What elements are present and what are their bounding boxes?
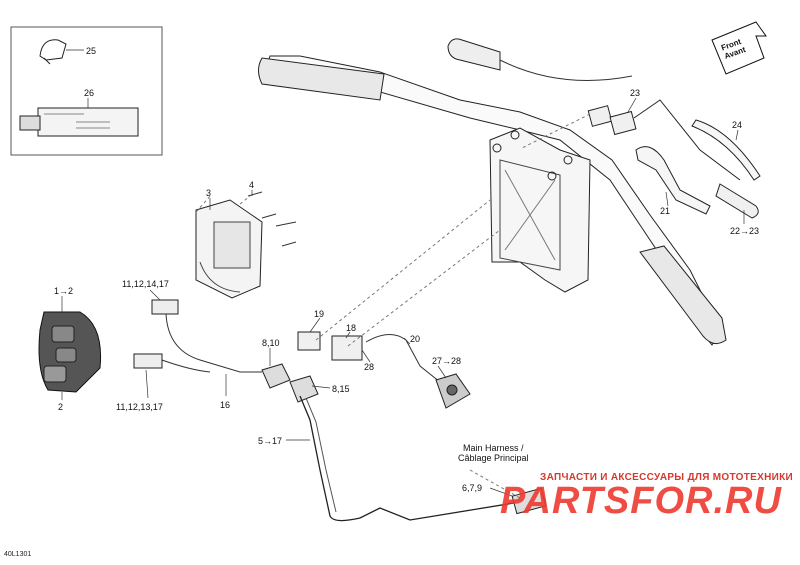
callout-26: 26 — [84, 88, 95, 98]
callout-4: 4 — [249, 180, 255, 190]
screws-4-part — [247, 191, 297, 247]
callout-2: 2 — [58, 402, 64, 412]
clip-part — [39, 39, 67, 65]
grease-tube-part — [19, 107, 139, 137]
main-harness-fr: Câblage Principal — [458, 453, 529, 463]
callout-23: 23 — [630, 88, 641, 98]
watermark-brand: PARTSFOR.RU — [500, 480, 782, 522]
diagram-ref-code: 40L1301 — [4, 551, 32, 558]
harness-20 — [365, 334, 441, 383]
heater-tube-21 — [635, 146, 711, 215]
callout-16: 16 — [220, 400, 231, 410]
handlebar-part — [258, 38, 727, 346]
harness-end-connector — [511, 487, 547, 515]
leader-lines — [195, 113, 591, 499]
callout-5-17: 5→17 — [258, 436, 283, 446]
callout-8-15: 8,15 — [332, 384, 350, 394]
callout-3: 3 — [206, 188, 212, 198]
callout-28: 28 — [364, 362, 375, 372]
callout-22-23: 22→23 — [730, 226, 760, 236]
callout-25: 25 — [86, 46, 97, 56]
switch-module-part — [38, 311, 102, 393]
callout-1-2: 1→2 — [54, 286, 74, 296]
callout-6-7-9: 6,7,9 — [462, 483, 483, 493]
wire-24 — [691, 119, 761, 181]
callout-11-12-13-17: 11,12,13,17 — [116, 402, 163, 412]
callout-19: 19 — [314, 309, 325, 319]
main-harness-en: Main Harness / — [463, 443, 524, 453]
harness-16 — [161, 313, 262, 373]
main-harness-label: Main Harness / Câblage Principal — [458, 443, 529, 463]
inset-box — [10, 26, 163, 156]
connector-18-part — [331, 335, 363, 361]
connector-8-part — [261, 363, 319, 403]
connector-11-bottom — [133, 353, 163, 369]
front-arrow-shape — [711, 21, 767, 75]
watermark-text: ЗАПЧАСТИ И АКСЕССУАРЫ ДЛЯ МОТОТЕХНИКИ — [540, 472, 793, 483]
callout-27-28: 27→28 — [432, 356, 462, 366]
connector-11-top — [151, 299, 179, 315]
switch-housing-3-part — [195, 199, 263, 299]
callout-24: 24 — [732, 120, 743, 130]
callout-20: 20 — [410, 334, 421, 344]
callout-21: 21 — [660, 206, 671, 216]
callout-18: 18 — [346, 323, 357, 333]
switch-27-part — [435, 373, 471, 409]
grip-heater-22 — [715, 183, 759, 219]
label-leaders — [61, 49, 745, 497]
connector-23-part — [587, 99, 741, 181]
callout-8-10: 8,10 — [262, 338, 280, 348]
harness-5-17 — [299, 395, 541, 522]
throttle-cable — [499, 59, 633, 81]
connector-19-part — [297, 331, 321, 351]
callout-11-12-14-17: 11,12,14,17 — [122, 279, 169, 289]
